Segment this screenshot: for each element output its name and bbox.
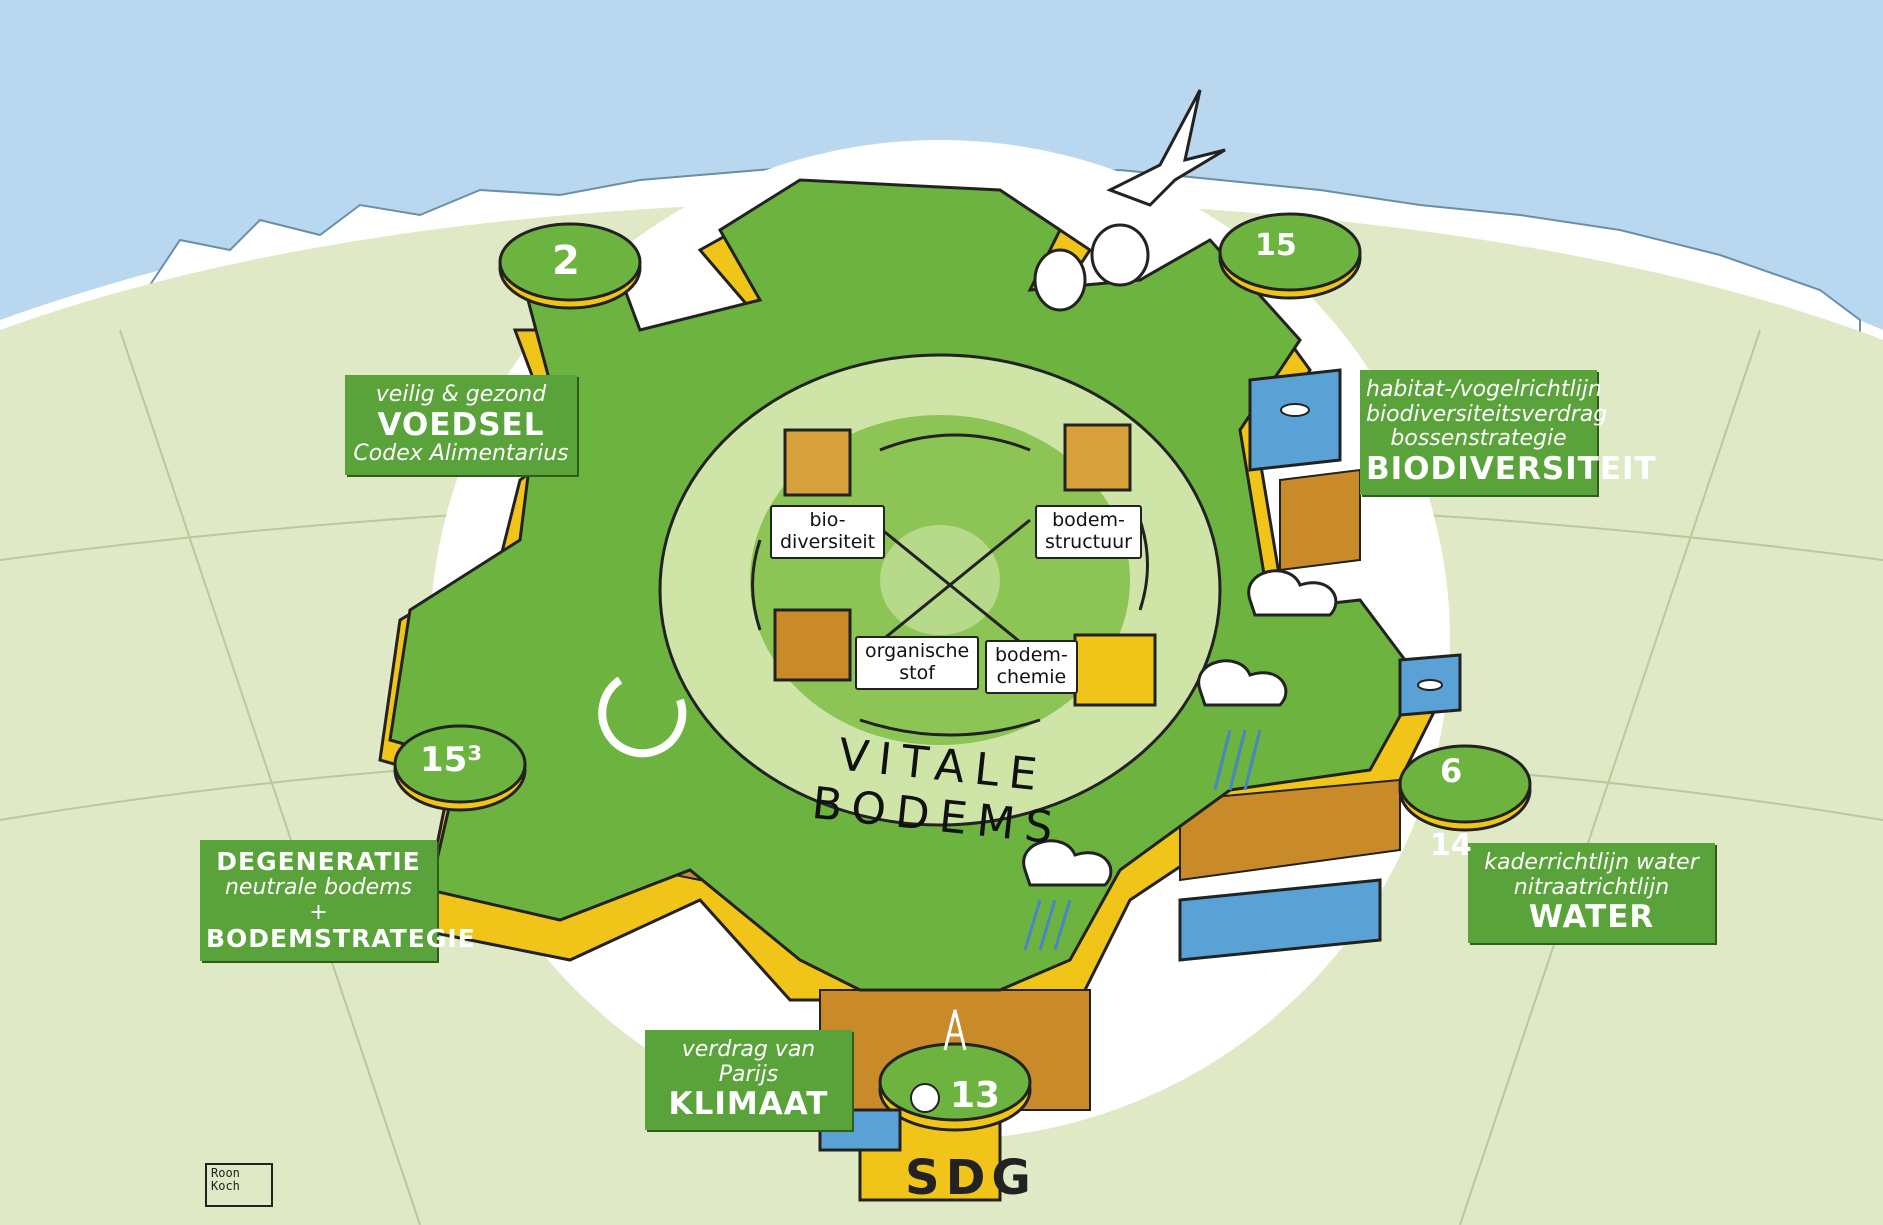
- cycle-arrow-icon: [598, 676, 687, 758]
- label-voedsel: veilig & gezond VOEDSEL Codex Alimentari…: [345, 375, 577, 475]
- label-klimaat-line1: verdrag van Parijs: [681, 1037, 816, 1087]
- globe-icon: [910, 1083, 940, 1113]
- sdg-base-label: SDG: [905, 1150, 1037, 1206]
- sdg-15-top: 15: [1255, 228, 1297, 263]
- label-water-line3: WATER: [1528, 899, 1655, 936]
- sdg-15-3: 15³: [420, 740, 483, 780]
- label-biodiversiteit-line2: diversiteit: [780, 530, 876, 553]
- water-pond: [818, 368, 1462, 1152]
- label-bodemstructuur-line1: bodem-: [1052, 509, 1125, 531]
- label-biodiv-line2: biodiversiteitsverdrag: [1366, 401, 1608, 427]
- artist-signature: Roon Koch: [205, 1163, 273, 1207]
- cycle-arrows: [751, 433, 1149, 737]
- label-biodiv-line3: bossenstrategie: [1390, 426, 1567, 452]
- label-biodiv-line4: BIODIVERSITEIT: [1366, 450, 1657, 487]
- sdg-13: 13: [950, 1075, 1001, 1116]
- label-bodemstructuur: bodem- structuur: [1035, 505, 1142, 559]
- bird-icon: [1106, 89, 1226, 207]
- label-voedsel-line3: Codex Alimentarius: [353, 441, 569, 467]
- label-organische-stof-line2: stof: [899, 661, 935, 684]
- sdg-14: 14: [1430, 828, 1472, 863]
- label-bodemstructuur-line2: structuur: [1045, 530, 1132, 553]
- fish-icon: [1280, 403, 1443, 691]
- label-degeneratie-line4: BODEMSTRATEGIE: [206, 924, 476, 954]
- label-water-line2: nitraatrichtlijn: [1513, 874, 1670, 900]
- label-biodiversiteit: bio- diversiteit: [770, 505, 886, 559]
- label-bodemchemie-line2: chemie: [996, 665, 1067, 688]
- cloud-icon: [1022, 569, 1338, 887]
- label-biodiversiteit-policy: habitat-/vogelrichtlijn biodiversiteitsv…: [1360, 370, 1657, 495]
- label-degeneratie-line1: DEGENERATIE: [216, 847, 421, 876]
- label-klimaat-line2: KLIMAAT: [668, 1086, 829, 1123]
- tree-icon: [1033, 223, 1150, 312]
- label-organische-stof: organische stof: [855, 636, 980, 690]
- label-degeneratie: DEGENERATIE neutrale bodems + BODEMSTRAT…: [200, 840, 476, 962]
- sdg-2: 2: [552, 238, 580, 284]
- label-water-line1: kaderrichtlijn water: [1484, 850, 1699, 875]
- rain-icon: [1023, 729, 1262, 951]
- label-degeneratie-line2: neutrale bodems: [224, 875, 413, 900]
- label-water: kaderrichtlijn water nitraatrichtlijn WA…: [1468, 843, 1715, 943]
- label-voedsel-line1: veilig & gezond: [375, 382, 547, 407]
- soil-cubes: [773, 423, 1157, 707]
- label-klimaat: verdrag van Parijs KLIMAAT: [645, 1030, 852, 1130]
- sdg-6: 6: [1440, 752, 1463, 790]
- label-biodiversiteit-line1: bio-: [809, 509, 846, 531]
- label-organische-stof-line1: organische: [865, 640, 970, 662]
- label-bodemchemie-line1: bodem-: [995, 644, 1068, 666]
- eiffel-tower-icon: [943, 1009, 967, 1051]
- label-degeneratie-line3: +: [309, 899, 328, 925]
- label-voedsel-line2: VOEDSEL: [377, 406, 545, 443]
- label-bodemchemie: bodem- chemie: [985, 640, 1078, 694]
- label-biodiv-line1: habitat-/vogelrichtlijn: [1366, 377, 1602, 402]
- sdg-pillar-tops: [393, 212, 1532, 1122]
